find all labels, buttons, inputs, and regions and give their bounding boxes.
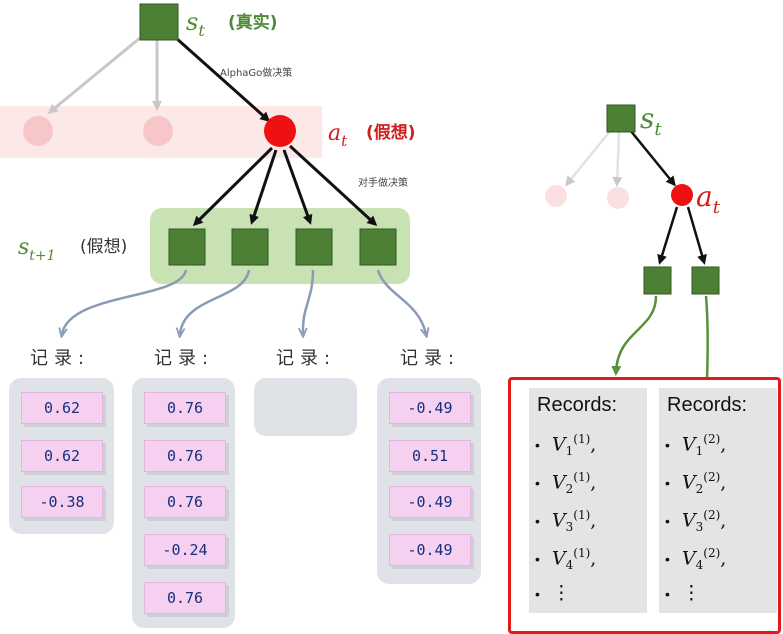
record-entry-ellipsis: •⋮	[665, 582, 701, 604]
record-column-4: -0.49 0.51 -0.49 -0.49	[377, 378, 481, 584]
right-child-node-1	[643, 266, 672, 295]
records-panel: Records: •V1(1), •V2(1), •V3(1), •V4(1),…	[508, 377, 781, 634]
root-note: (真实)	[228, 12, 278, 33]
record-value: -0.24	[144, 534, 226, 566]
record-entry-ellipsis: •⋮	[535, 582, 571, 604]
record-value: 0.76	[144, 392, 226, 424]
edge-action-child-3	[282, 149, 313, 225]
right-record-arrow-2	[704, 295, 709, 381]
right-faded-node-2	[607, 187, 629, 209]
right-root-label: st	[640, 102, 662, 140]
right-action-node	[671, 184, 693, 206]
right-child-node-2	[691, 266, 720, 295]
edge-root-faded-1	[47, 36, 141, 114]
record-header-1: 记录:	[30, 348, 91, 369]
record-value: -0.49	[389, 392, 471, 424]
record-value: -0.49	[389, 534, 471, 566]
right-edge-root-action	[629, 129, 676, 187]
record-value: -0.38	[21, 486, 103, 518]
record-value: 0.76	[144, 582, 226, 614]
child-label: st+1	[18, 235, 56, 264]
right-edge-faded-2	[612, 131, 623, 187]
edge-action-child-4	[288, 144, 378, 227]
record-entry: •V1(1),	[535, 432, 597, 459]
action-note: (假想)	[366, 122, 416, 143]
alphago-note: AlphaGo做决策	[220, 66, 292, 79]
record-arrow-1	[62, 269, 188, 334]
right-edge-child-2	[686, 206, 707, 265]
record-entry: •V3(2),	[665, 508, 727, 535]
action-label: at	[328, 121, 348, 150]
record-entry: •V4(2),	[665, 546, 727, 573]
record-entry: •V4(1),	[535, 546, 597, 573]
record-entry: •V2(2),	[665, 470, 727, 497]
child-state-node-4	[359, 228, 397, 266]
record-value: 0.62	[21, 392, 103, 424]
record-entry: •V2(1),	[535, 470, 597, 497]
right-faded-node-1	[545, 185, 567, 207]
edge-root-action	[175, 36, 271, 122]
child-state-node-2	[231, 228, 269, 266]
edge-action-child-2	[249, 149, 278, 225]
right-record-arrow-1	[611, 295, 658, 376]
root-state-node	[139, 3, 179, 41]
child-note: (假想)	[80, 237, 127, 257]
records-column-1: Records: •V1(1), •V2(1), •V3(1), •V4(1),…	[529, 388, 647, 613]
records-title: Records:	[667, 394, 748, 416]
record-header-4: 记录:	[400, 348, 461, 369]
record-arrow-4	[376, 269, 426, 334]
record-arrow-3	[303, 269, 315, 334]
edge-action-child-1	[192, 146, 274, 227]
records-column-2: Records: •V1(2), •V2(2), •V3(2), •V4(2),…	[659, 388, 777, 613]
record-header-2: 记录:	[154, 348, 215, 369]
right-root-node	[606, 104, 636, 133]
record-value: 0.76	[144, 440, 226, 472]
record-arrow-2	[180, 269, 251, 334]
records-title: Records:	[537, 394, 618, 416]
child-state-node-1	[168, 228, 206, 266]
action-node	[264, 115, 296, 147]
record-column-2: 0.76 0.76 0.76 -0.24 0.76	[132, 378, 235, 628]
record-value: 0.51	[389, 440, 471, 472]
right-action-label: at	[696, 180, 721, 218]
record-value: 0.76	[144, 486, 226, 518]
right-edge-faded-1	[565, 129, 612, 187]
record-value: -0.49	[389, 486, 471, 518]
child-state-node-3	[295, 228, 333, 266]
right-edge-child-1	[657, 206, 679, 265]
root-label: st	[186, 8, 205, 40]
record-entry: •V1(2),	[665, 432, 727, 459]
opponent-note: 对手做决策	[358, 176, 408, 189]
record-column-1: 0.62 0.62 -0.38	[9, 378, 114, 534]
record-entry: •V3(1),	[535, 508, 597, 535]
faded-action-node-2	[143, 116, 173, 146]
next-state-group	[150, 208, 410, 284]
record-header-3: 记录:	[276, 348, 337, 369]
faded-action-node-1	[23, 116, 53, 146]
record-value: 0.62	[21, 440, 103, 472]
record-column-3	[254, 378, 357, 436]
